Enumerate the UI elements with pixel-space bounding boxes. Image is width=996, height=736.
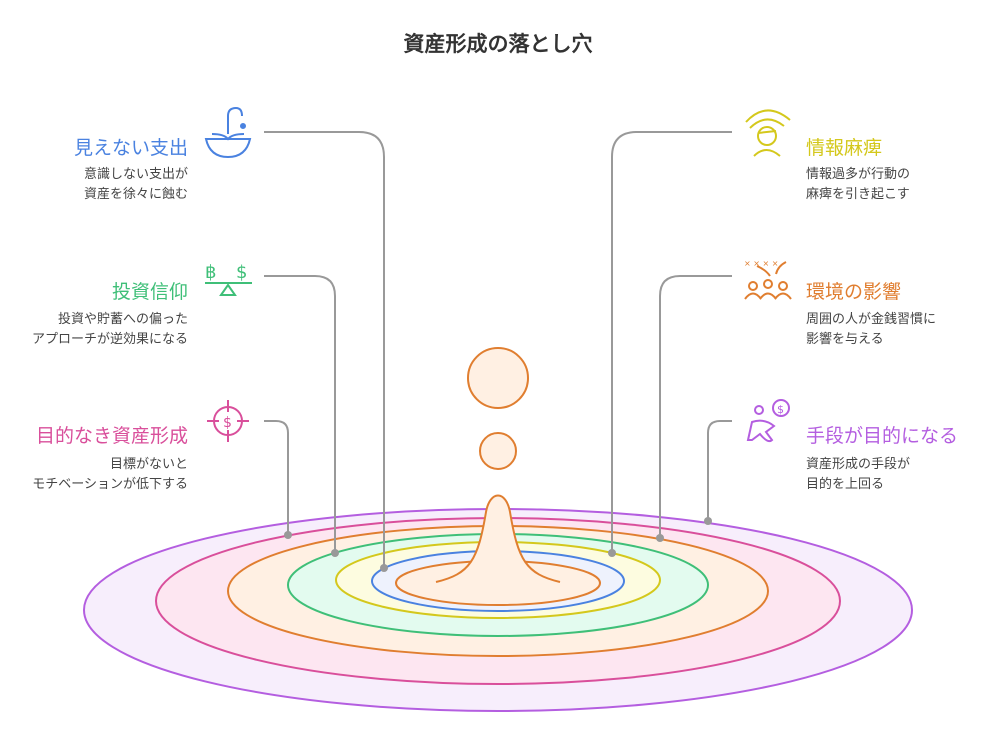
svg-text:$: $ — [777, 403, 784, 416]
drop-small — [479, 432, 517, 470]
item-desc-aimless: 目標がないとモチベーションが低下する — [32, 455, 188, 495]
item-desc-means-end: 資産形成の手段が目的を上回る — [806, 455, 910, 495]
desc-line: モチベーションが低下する — [32, 477, 188, 492]
currency-balance-icon: ฿ $ — [205, 262, 252, 296]
item-title-means-end: 手段が目的になる — [806, 425, 959, 447]
svg-text:$: $ — [223, 415, 232, 431]
desc-line: 麻痺を引き起こす — [806, 187, 910, 202]
desc-line: 影響を与える — [806, 332, 884, 347]
desc-line: 情報過多が行動の — [806, 167, 911, 182]
item-title-hidden-spending: 見えない支出 — [73, 137, 188, 159]
item-title-investment-faith: 投資信仰 — [111, 281, 188, 303]
desc-line: 資産を徐々に蝕む — [83, 187, 188, 202]
item-desc-investment-faith: 投資や貯蓄への偏ったアプローチが逆効果になる — [32, 310, 188, 350]
item-title-info-paralysis: 情報麻痺 — [806, 137, 883, 159]
item-desc-environment: 周囲の人が金銭習慣に影響を与える — [806, 310, 936, 350]
drop-large — [467, 347, 529, 409]
desc-line: 投資や貯蓄への偏った — [57, 312, 188, 327]
dollar-target-icon: $ — [207, 400, 249, 442]
svg-text:$: $ — [236, 262, 247, 283]
desc-line: 周囲の人が金銭習慣に — [806, 312, 937, 327]
desc-line: 意識しない支出が — [83, 167, 188, 182]
desc-line: 資産形成の手段が — [806, 457, 911, 472]
splash-spike — [435, 494, 561, 583]
svg-text:฿: ฿ — [205, 262, 216, 283]
svg-text:× × × ×: × × × × — [744, 259, 778, 268]
item-title-aimless: 目的なき資産形成 — [35, 425, 188, 447]
faucet-icon — [204, 106, 252, 159]
page-title: 資産形成の落とし穴 — [403, 32, 593, 56]
item-desc-hidden-spending: 意識しない支出が資産を徐々に蝕む — [84, 165, 188, 205]
desc-line: アプローチが逆効果になる — [31, 332, 188, 347]
desc-line: 目的を上回る — [806, 477, 885, 492]
connectors — [264, 131, 732, 568]
overwhelmed-person-icon — [745, 109, 791, 157]
person-money-icon: $ — [746, 399, 790, 443]
desc-line: 目標がないと — [109, 457, 188, 472]
group-influence-icon: × × × × — [744, 259, 792, 300]
item-desc-info-paralysis: 情報過多が行動の麻痺を引き起こす — [806, 165, 910, 205]
item-title-environment: 環境の影響 — [806, 281, 902, 303]
